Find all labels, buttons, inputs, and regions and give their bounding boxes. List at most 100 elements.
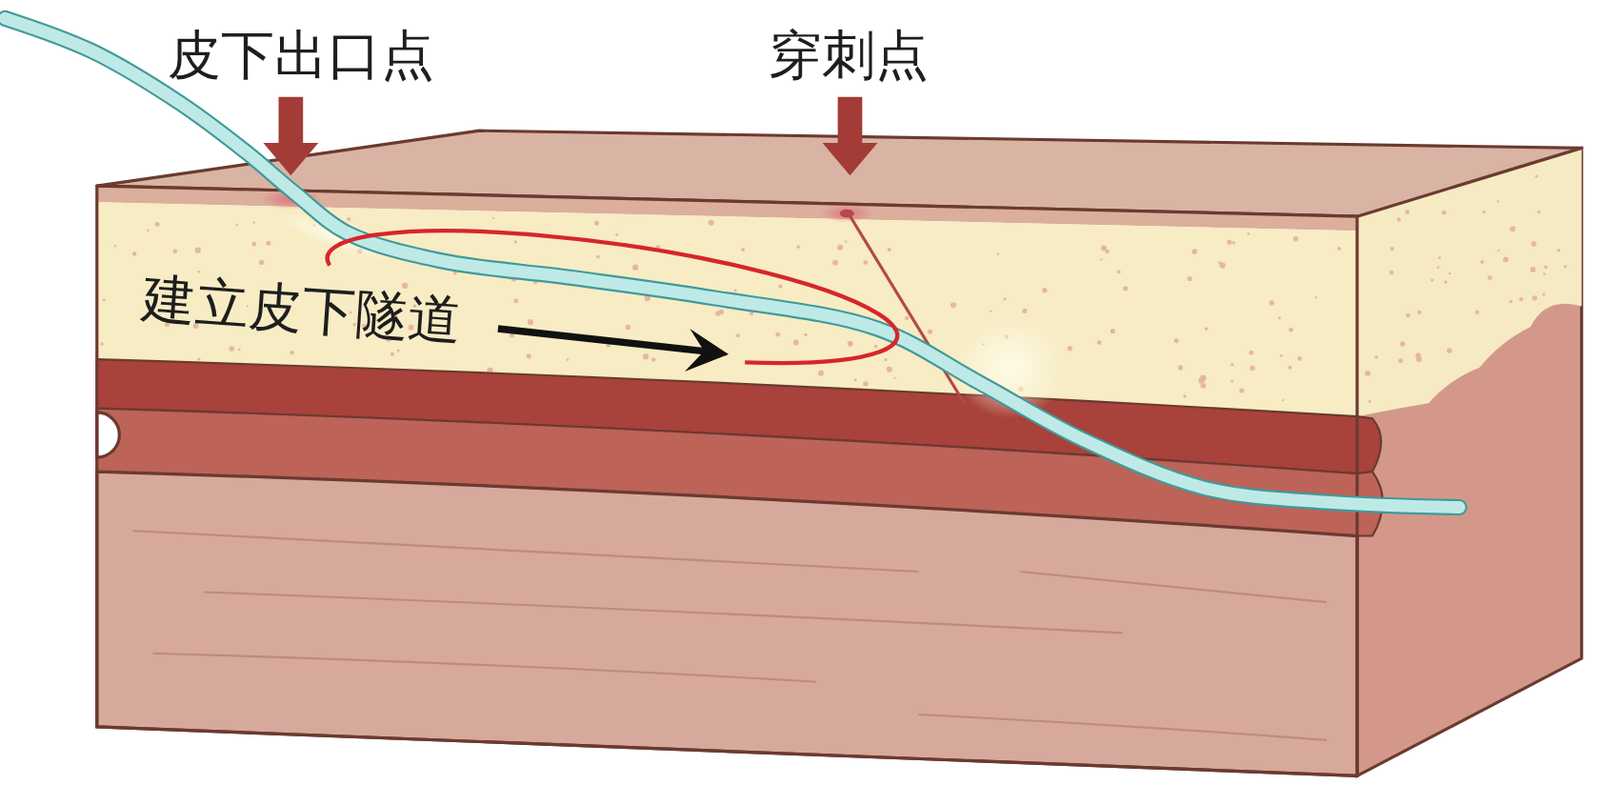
fat-dot: [526, 353, 532, 359]
fat-dot: [793, 339, 800, 345]
fat-dot: [1390, 246, 1395, 251]
fat-dot: [155, 221, 160, 227]
fat-dot: [146, 229, 149, 232]
direction-arrow-shaft: [498, 328, 704, 352]
fat-dot: [252, 220, 255, 223]
direction-arrow-head: [684, 328, 729, 372]
fat-dot: [775, 332, 780, 338]
fat-dot: [1288, 327, 1294, 333]
fat-dot: [228, 345, 235, 352]
fat-dot: [1417, 309, 1422, 315]
fat-dot: [1398, 358, 1403, 363]
fat-dot: [1293, 236, 1299, 241]
fat-dot: [1480, 260, 1484, 264]
fat-dot: [715, 310, 720, 316]
fat-dot: [651, 357, 657, 362]
fat-dot: [1218, 260, 1221, 264]
fat-dot: [346, 217, 351, 221]
fat-dot: [615, 233, 619, 237]
pointer-arrow: [822, 97, 879, 177]
fat-dot: [862, 260, 868, 265]
fat-dot: [708, 220, 715, 226]
fat-dot: [1174, 338, 1180, 343]
puncture-dot: [840, 209, 855, 219]
fat-dot: [1509, 225, 1516, 232]
fat-dot: [854, 379, 858, 382]
block-notch: [97, 412, 120, 458]
fat-dot: [736, 333, 740, 338]
fat-dot: [1337, 246, 1341, 251]
fat-dot: [114, 244, 117, 247]
fat-dot: [1487, 275, 1493, 280]
fat-dot: [886, 366, 893, 373]
fat-dot: [797, 245, 801, 250]
fat-dot: [1542, 272, 1546, 276]
fat-dot: [100, 341, 104, 345]
fat-dot: [632, 264, 639, 271]
fat-dot: [1543, 264, 1548, 269]
tunnel-glow: [275, 204, 400, 270]
puncture-glow: [820, 203, 874, 222]
fat-dot: [197, 358, 200, 361]
fat-dot: [1497, 249, 1500, 252]
muscle-fibers: [132, 530, 1327, 740]
fat-dot: [1519, 297, 1523, 301]
fat-dot: [1314, 296, 1317, 299]
fat-dot: [1200, 382, 1206, 389]
catheter-outline: [4, 18, 1460, 507]
fat-dot: [803, 333, 807, 337]
fat-dot: [1003, 297, 1007, 300]
fat-dot: [197, 270, 200, 274]
fat-dot: [1475, 310, 1480, 315]
fat-dot: [1441, 210, 1447, 216]
fat-dot: [1110, 328, 1116, 334]
fat-dot: [1021, 308, 1027, 314]
fat-dot: [844, 240, 847, 242]
fat-dot: [1239, 388, 1244, 394]
fat-dot: [1297, 356, 1302, 361]
part-label: 穿刺点: [768, 26, 929, 86]
fat-dot: [1482, 210, 1486, 214]
fat-dot: [1182, 394, 1186, 398]
fat-dot: [1097, 340, 1102, 345]
fat-dot: [1443, 280, 1447, 284]
fat-dot: [251, 241, 257, 247]
catheter: [4, 18, 1460, 507]
fat-dot: [397, 348, 400, 352]
fat-dot: [818, 370, 824, 377]
fat-dot: [1231, 240, 1236, 245]
fat-dot: [625, 324, 631, 330]
fat-dot: [1497, 200, 1500, 202]
fat-dot: [1405, 313, 1411, 319]
fat-dot: [1191, 248, 1198, 255]
fat-dot: [259, 260, 264, 265]
fat-dot: [1446, 347, 1453, 354]
fat-dot: [1122, 285, 1128, 291]
fat-dot: [527, 319, 534, 325]
fat-dot: [1288, 365, 1293, 370]
fat-dot: [1278, 316, 1281, 320]
fat-dot: [390, 352, 395, 357]
fat-dot: [927, 328, 933, 334]
fat-dot: [1389, 270, 1395, 276]
fat-dot: [1502, 256, 1509, 262]
pointer-arrow: [262, 97, 319, 177]
fat-dot: [289, 350, 294, 355]
fat-dot: [492, 217, 495, 220]
fat-dot: [1404, 209, 1410, 215]
fat-dot: [1041, 287, 1047, 293]
fat-dot: [1509, 300, 1513, 303]
fat-dot: [887, 247, 892, 252]
fat-dot: [1532, 295, 1538, 300]
fat-dot: [832, 260, 839, 266]
part-label: 皮下出口点: [167, 26, 435, 86]
fat-dot: [950, 301, 957, 308]
fat-dot: [740, 247, 745, 252]
fat-dot: [102, 298, 106, 301]
fat-dot: [1537, 210, 1540, 214]
fat-dot: [997, 252, 1000, 256]
fat-dot: [236, 223, 239, 226]
fat-dot: [734, 289, 738, 293]
